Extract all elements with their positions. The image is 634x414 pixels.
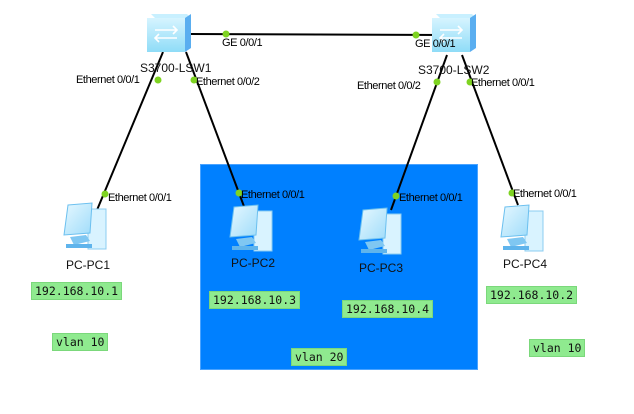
port-dot-lsw1-e1[interactable] [154, 76, 162, 84]
port-dot-pc2[interactable] [235, 189, 243, 197]
pc2-icon[interactable] [229, 204, 273, 252]
pc3-icon[interactable] [358, 207, 402, 255]
link-lsw2-pc3[interactable] [390, 54, 448, 211]
port-dot-lsw2-e2[interactable] [433, 78, 441, 86]
switch-lsw2-icon[interactable] [432, 14, 476, 52]
vlan-20-tag: vlan 20 [291, 348, 348, 366]
pc3-label: PC-PC3 [359, 261, 404, 275]
port-dot-pc1[interactable] [101, 190, 109, 198]
port-dot-lsw2-ge[interactable] [412, 31, 420, 39]
pc1-label: PC-PC1 [66, 258, 111, 272]
port-label-lsw1-e2: Ethernet 0/0/2 [196, 76, 260, 88]
port-label-pc3: Ethernet 0/0/1 [399, 192, 463, 204]
port-dot-pc3[interactable] [392, 192, 400, 200]
pc4-icon[interactable] [500, 204, 544, 252]
vlan-20-area[interactable] [200, 164, 478, 370]
pc4-label: PC-PC4 [503, 257, 548, 271]
pc3-ip-tag: 192.168.10.4 [342, 300, 434, 318]
vlan-10-left-tag: vlan 10 [52, 333, 109, 351]
switch-lsw2-label: S3700-LSW2 [418, 63, 490, 77]
port-dot-lsw2-e1[interactable] [466, 78, 474, 86]
switch-lsw1-label: S3700-LSW1 [140, 61, 212, 75]
link-lsw1-lsw2[interactable] [189, 33, 446, 36]
port-dot-lsw1-ge[interactable] [222, 30, 230, 38]
port-label-pc2: Ethernet 0/0/1 [241, 189, 305, 201]
port-label-lsw2-e1: Ethernet 0/0/1 [471, 77, 535, 89]
port-label-lsw1-e1: Ethernet 0/0/1 [76, 74, 140, 86]
port-label-pc1: Ethernet 0/0/1 [108, 192, 172, 204]
port-dot-pc4[interactable] [508, 189, 516, 197]
pc4-ip-tag: 192.168.10.2 [486, 286, 578, 304]
switch-lsw1-icon[interactable] [147, 14, 191, 52]
vlan-10-right-tag: vlan 10 [529, 339, 586, 357]
pc1-ip-tag: 192.168.10.1 [31, 282, 123, 300]
pc2-ip-tag: 192.168.10.3 [209, 291, 301, 309]
port-label-lsw2-ge: GE 0/0/1 [415, 38, 456, 50]
pc2-label: PC-PC2 [231, 256, 276, 270]
pc1-icon[interactable] [63, 202, 107, 250]
port-label-lsw2-e2: Ethernet 0/0/2 [357, 80, 421, 92]
port-label-lsw1-ge: GE 0/0/1 [222, 37, 263, 49]
port-dot-lsw1-e2[interactable] [190, 76, 198, 84]
port-label-pc4: Ethernet 0/0/1 [513, 188, 577, 200]
